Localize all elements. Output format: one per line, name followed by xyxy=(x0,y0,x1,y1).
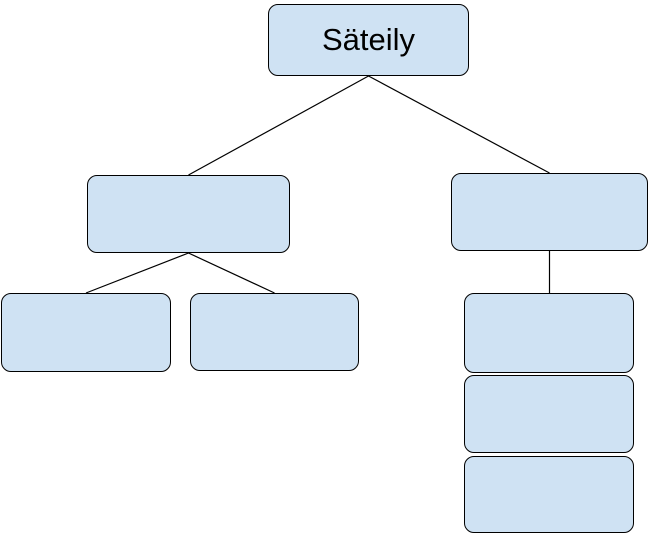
edge-root-left-branch xyxy=(188,75,369,176)
node-left-child-2[interactable] xyxy=(190,293,359,371)
node-right-child-3[interactable] xyxy=(464,456,634,533)
node-left-child-1[interactable] xyxy=(1,293,171,372)
node-root-label: Säteily xyxy=(321,22,416,58)
edge-left-branch-child2 xyxy=(188,252,275,294)
node-right-child-1[interactable] xyxy=(464,293,634,373)
node-root[interactable]: Säteily xyxy=(268,4,469,76)
node-left-branch[interactable] xyxy=(87,175,290,253)
node-right-child-2[interactable] xyxy=(464,375,634,453)
edge-root-right-branch xyxy=(368,75,550,174)
node-right-branch[interactable] xyxy=(451,173,648,251)
edge-left-branch-child1 xyxy=(85,252,189,294)
